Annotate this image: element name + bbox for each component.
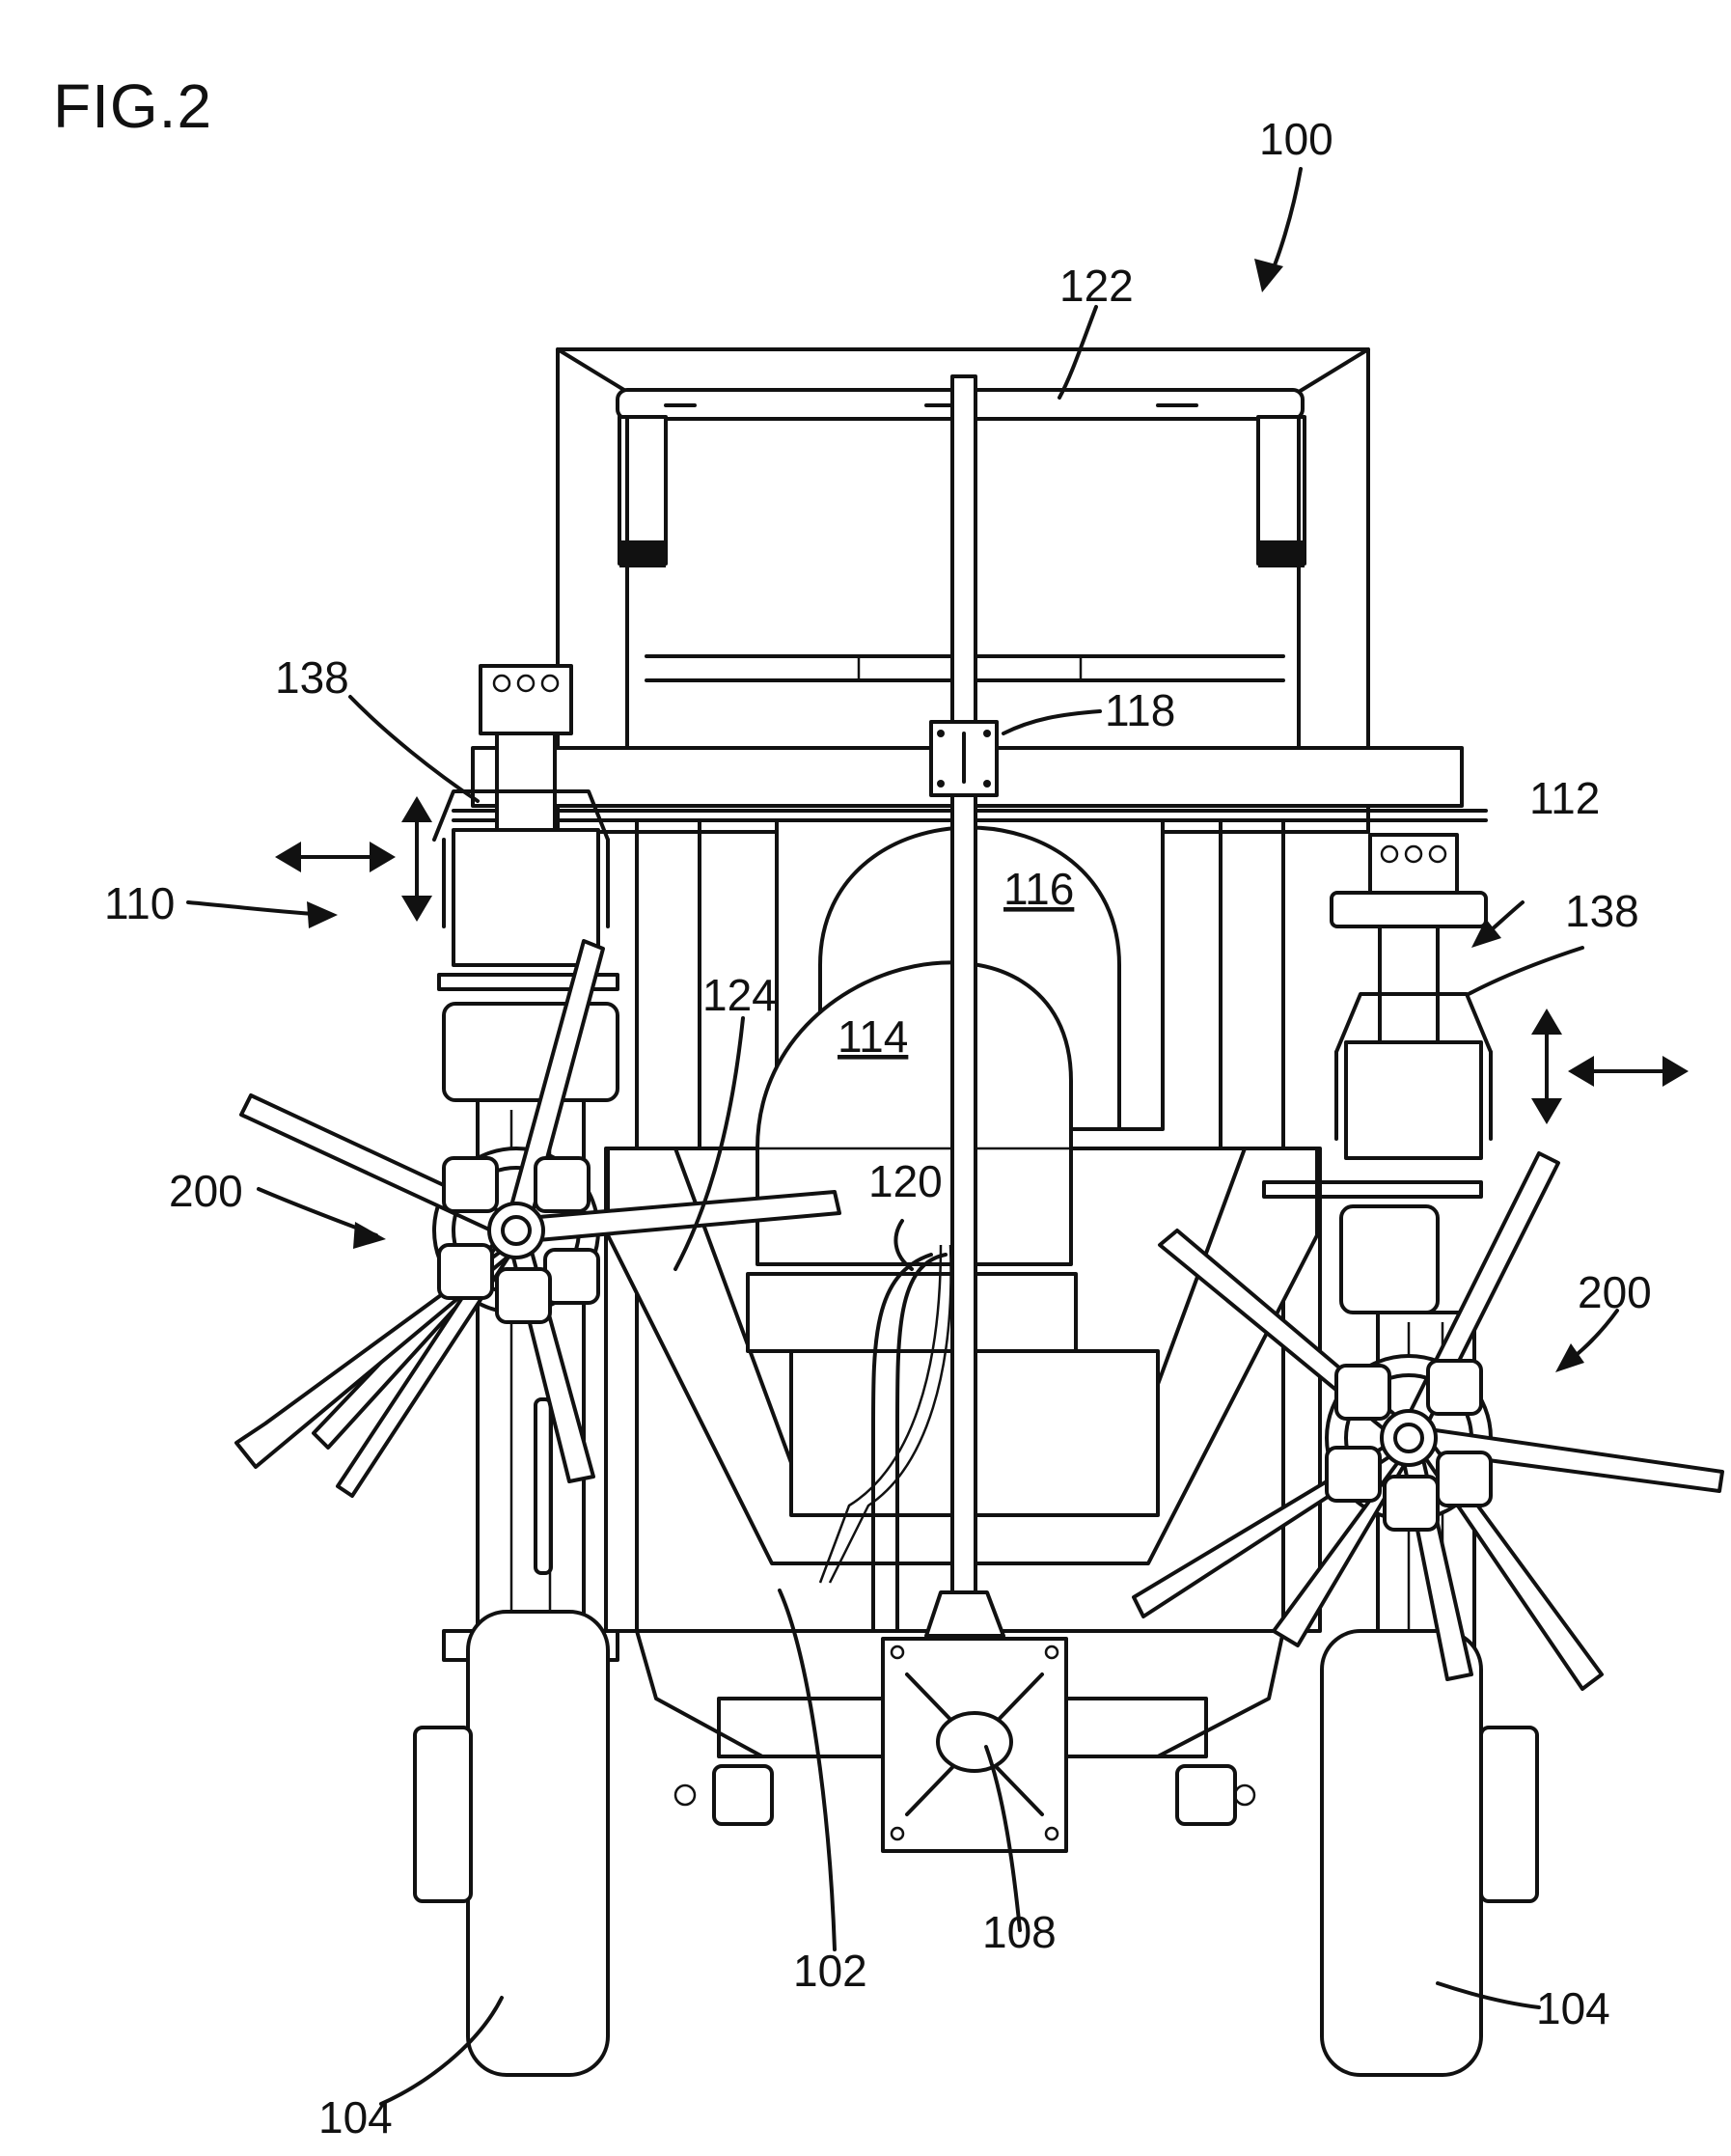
label-100: 100	[1259, 114, 1333, 164]
label-104-right: 104	[1536, 1983, 1610, 2033]
figure-title: FIG.2	[53, 71, 212, 141]
label-118: 118	[1105, 685, 1175, 735]
label-114: 114	[838, 1011, 908, 1062]
label-138-right: 138	[1565, 886, 1639, 936]
left-wheel	[415, 1612, 608, 2075]
label-104-left: 104	[318, 2092, 393, 2142]
label-110: 110	[104, 878, 175, 928]
label-124: 124	[702, 970, 777, 1020]
label-102: 102	[793, 1946, 867, 1996]
hitch-plate	[883, 1639, 1066, 1851]
label-200-left: 200	[169, 1166, 243, 1216]
label-116: 116	[1003, 864, 1074, 914]
left-double-arrows	[275, 796, 432, 922]
right-double-arrows	[1531, 1009, 1689, 1124]
right-wheel	[1322, 1631, 1537, 2075]
label-200-right: 200	[1578, 1267, 1652, 1317]
label-138-left: 138	[275, 652, 349, 703]
label-108: 108	[982, 1907, 1057, 1957]
label-122: 122	[1059, 261, 1134, 311]
label-112: 112	[1529, 773, 1600, 823]
label-120: 120	[868, 1156, 943, 1206]
